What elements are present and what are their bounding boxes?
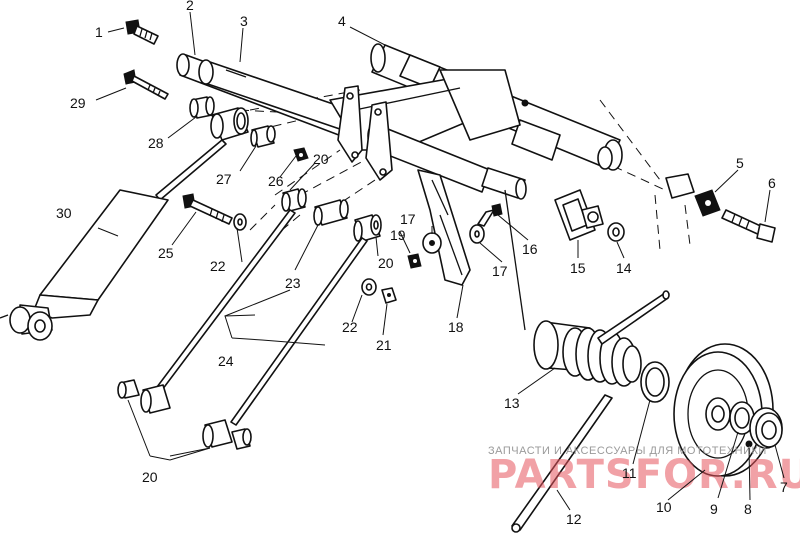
side-plates <box>337 85 393 181</box>
callout-2: 2 <box>186 0 194 13</box>
spacer-20-mid <box>353 214 382 242</box>
callout-1: 1 <box>95 24 103 40</box>
washer-22-lower <box>361 278 377 296</box>
callout-13: 13 <box>504 395 520 411</box>
callout-30: 30 <box>56 205 72 221</box>
callout-15: 15 <box>570 260 586 276</box>
callout-12: 12 <box>566 511 582 527</box>
spacer-27 <box>250 125 276 148</box>
callout-26: 26 <box>268 173 284 189</box>
callout-labels: 1 2 3 4 5 6 7 8 9 10 11 12 13 14 15 16 1… <box>56 0 788 527</box>
spacer-20-upper <box>281 188 307 212</box>
callout-25: 25 <box>158 245 174 261</box>
washer-11 <box>640 361 670 403</box>
callout-22a: 22 <box>210 258 226 274</box>
callout-21: 21 <box>376 337 392 353</box>
callout-16: 16 <box>522 241 538 257</box>
callout-23: 23 <box>285 275 301 291</box>
watermark-logo: PARTSFOR.RU <box>488 452 800 498</box>
callout-18: 18 <box>448 319 464 335</box>
bushing-28 <box>189 96 215 119</box>
bracket-5 <box>665 173 721 217</box>
bolt-6 <box>721 209 776 243</box>
washer-17-left <box>422 232 442 254</box>
callout-17a: 17 <box>400 211 416 227</box>
callout-29: 29 <box>70 95 86 111</box>
callout-6: 6 <box>768 175 776 191</box>
callout-10: 10 <box>656 499 672 515</box>
bushing-20-lower-left <box>117 379 171 414</box>
callout-4: 4 <box>338 13 346 29</box>
nut-19 <box>407 253 422 269</box>
spacer-23 <box>313 199 349 226</box>
callout-24: 24 <box>218 353 234 369</box>
callout-27: 27 <box>216 171 232 187</box>
callout-5: 5 <box>736 155 744 171</box>
callout-11: 11 <box>622 465 637 481</box>
callout-22b: 22 <box>342 319 358 335</box>
callout-20b: 20 <box>378 255 394 271</box>
washer-14 <box>607 222 625 242</box>
callout-3: 3 <box>240 13 248 29</box>
callout-20a: 20 <box>313 151 329 167</box>
callout-19: 19 <box>390 227 406 243</box>
bolt-25 <box>182 193 233 225</box>
bolt-29 <box>123 69 169 100</box>
nut-26 <box>293 147 309 162</box>
watermark-tagline: ЗАПЧАСТИ И АКСЕССУАРЫ ДЛЯ МОТОТЕХНИКИ <box>488 445 767 457</box>
bracket-15 <box>554 189 604 241</box>
hub-cap-7 <box>749 407 783 449</box>
spring-13 <box>533 320 642 387</box>
leader-lines <box>95 11 785 511</box>
callout-9: 9 <box>710 501 718 517</box>
lever-arm <box>417 169 471 286</box>
spring-leader-line <box>504 189 526 331</box>
bolt-16 <box>477 203 503 227</box>
shock-absorber <box>0 139 227 341</box>
callout-28: 28 <box>148 135 164 151</box>
shock-top-bushing <box>210 107 249 141</box>
link-rods <box>156 209 368 426</box>
snap-ring-8 <box>745 440 753 448</box>
bushing-20-lower-right <box>202 419 252 450</box>
bearing-9 <box>729 401 755 435</box>
bolt-1 <box>125 19 159 45</box>
callout-20c: 20 <box>142 469 158 485</box>
spring-arm-12 <box>511 290 670 533</box>
callout-8: 8 <box>744 501 752 517</box>
washer-17-right <box>469 224 485 244</box>
nut-21 <box>381 287 397 304</box>
washer-22-upper <box>233 213 247 231</box>
callout-7: 7 <box>780 479 788 495</box>
callout-14: 14 <box>616 260 632 276</box>
watermark: ЗАПЧАСТИ И АКСЕССУАРЫ ДЛЯ МОТОТЕХНИКИ PA… <box>488 445 800 498</box>
callout-17b: 17 <box>492 263 508 279</box>
